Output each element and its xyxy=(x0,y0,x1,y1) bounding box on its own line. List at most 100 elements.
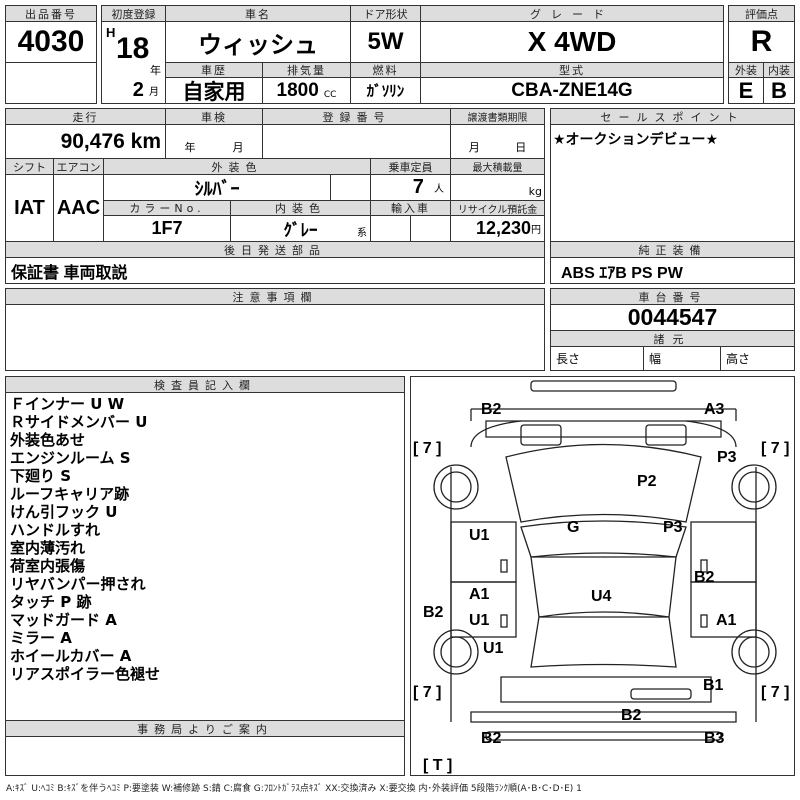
mileage: 90,476 km xyxy=(5,124,166,159)
first-reg-label: 初度登録 xyxy=(101,5,166,22)
damage-mark: B3 xyxy=(704,730,725,747)
shift: IAT xyxy=(5,174,54,242)
displacement-unit: CC xyxy=(323,89,337,100)
chassis-number: 0044547 xyxy=(550,304,795,331)
color-no-label: カラーNo. xyxy=(103,200,231,216)
damage-mark: B1 xyxy=(703,677,724,694)
month: 2 xyxy=(132,78,144,101)
equipment: ABS ｴｱB PS PW xyxy=(550,257,795,284)
damage-mark: U1 xyxy=(469,527,490,544)
inspection-label: 車検 xyxy=(165,108,263,125)
mileage-label: 走行 xyxy=(5,108,166,125)
damage-mark: U1 xyxy=(469,612,490,629)
fuel: ｶﾞｿﾘﾝ xyxy=(350,77,421,104)
damage-mark: B2 xyxy=(423,604,444,621)
displacement-cell: 1800 CC xyxy=(262,77,351,104)
interior-color-cell: ｸﾞﾚｰ 系 xyxy=(230,215,371,242)
car-name-label: 車名 xyxy=(165,5,351,22)
reg-no xyxy=(262,124,451,159)
shift-label: シフト xyxy=(5,158,54,175)
model: CBA-ZNE14G xyxy=(420,77,724,104)
month-unit: 月 xyxy=(149,86,159,98)
reg-no-label: 登録番号 xyxy=(262,108,451,125)
import-b xyxy=(410,215,451,242)
damage-mark: U4 xyxy=(591,588,612,605)
transfer: 月日 xyxy=(450,124,545,159)
score-label: 評価点 xyxy=(728,5,795,22)
interior-color: ｸﾞﾚｰ xyxy=(283,221,318,240)
year-unit: 年 xyxy=(150,64,161,77)
transfer-month-unit: 月 xyxy=(468,141,480,154)
lot-no: 4030 xyxy=(5,21,97,63)
sales-point: ★オークションデビュー★ xyxy=(550,124,795,242)
capacity-unit: 人 xyxy=(434,184,444,195)
legend: A:ｷｽﾞ U:ﾍｺﾐ B:ｷｽﾞを伴うﾍｺﾐ P:要塗装 W:補修跡 S:錆 … xyxy=(6,784,582,794)
era: H xyxy=(106,25,116,40)
damage-mark: B2 xyxy=(621,707,642,724)
displacement-label: 排気量 xyxy=(262,62,351,78)
grade: X 4WD xyxy=(420,21,724,63)
door: 5W xyxy=(350,21,421,63)
note: ホイールカバー A xyxy=(10,647,132,665)
color-label: 外装色 xyxy=(103,158,371,175)
length-label: 長さ xyxy=(550,346,644,371)
later-parts-label: 後日発送部品 xyxy=(5,241,545,258)
note: ルーフキャリア跡 xyxy=(10,485,130,503)
inspection: 年月 xyxy=(165,124,263,159)
grade-label: グレード xyxy=(420,5,724,22)
capacity-label: 乗車定員 xyxy=(370,158,451,175)
ext-grade: E xyxy=(728,77,764,104)
note: ハンドルすれ xyxy=(10,521,101,539)
year: 18 xyxy=(116,32,150,65)
insp-year-unit: 年 xyxy=(184,141,196,154)
chassis-label: 車台番号 xyxy=(550,288,795,305)
interior-color-suffix: 系 xyxy=(357,228,367,239)
note: リヤバンパー押され xyxy=(10,575,146,593)
damage-mark: U1 xyxy=(483,640,504,657)
int-grade: B xyxy=(763,77,795,104)
insp-month-unit: 月 xyxy=(232,141,244,154)
note: リアスポイラー色褪せ xyxy=(10,665,161,683)
note: けん引フック U xyxy=(10,503,118,521)
later-parts: 保証書 車両取説 xyxy=(5,257,545,284)
capacity-cell: 7 人 xyxy=(370,174,451,201)
damage-mark: [ 7 ] xyxy=(413,440,442,457)
note: マッドガード A xyxy=(10,611,117,629)
first-reg-month: 2 月 xyxy=(101,77,166,104)
car-name: ウィッシュ xyxy=(165,21,351,63)
damage-mark: B2 xyxy=(481,401,502,418)
recycle-label: リサイクル預託金 xyxy=(450,200,545,216)
color-no: 1F7 xyxy=(103,215,231,242)
damage-mark: A3 xyxy=(704,401,725,418)
note: Ｆインナー U W xyxy=(10,395,125,413)
interior-color-label: 内装色 xyxy=(230,200,371,216)
inspector-notes: Ｆインナー U W Ｒサイドメンバー U 外装色あせ エンジンルーム S 下廻り… xyxy=(5,392,405,721)
caution-area xyxy=(5,304,545,371)
first-reg-year: H 18 年 xyxy=(101,21,166,78)
ac-label: エアコン xyxy=(53,158,104,175)
damage-mark: P3 xyxy=(717,449,737,466)
damage-mark: P2 xyxy=(637,473,657,490)
load-label: 最大積載量 xyxy=(450,158,545,175)
note: エンジンルーム S xyxy=(10,449,131,467)
damage-mark: B2 xyxy=(694,569,715,586)
transfer-label: 譲渡書類期限 xyxy=(450,108,545,125)
note: 外装色あせ xyxy=(10,431,86,449)
load-unit: kg xyxy=(450,174,545,201)
ext-label: 外装 xyxy=(728,62,764,78)
height-label: 高さ xyxy=(720,346,795,371)
damage-mark: [ 7 ] xyxy=(413,684,442,701)
damage-mark: B2 xyxy=(481,730,502,747)
damage-mark: G xyxy=(567,519,580,536)
office-label: 事務局よりご案内 xyxy=(5,720,405,737)
spec-label: 諸元 xyxy=(550,330,795,347)
model-label: 型式 xyxy=(420,62,724,78)
history-label: 車歴 xyxy=(165,62,263,78)
office-area xyxy=(5,736,405,776)
sales-label: セールスポイント xyxy=(550,108,795,125)
note: ミラー A xyxy=(10,629,72,647)
door-label: ドア形状 xyxy=(350,5,421,22)
color: ｼﾙﾊﾞｰ xyxy=(103,174,331,201)
note: 荷室内張傷 xyxy=(10,557,86,575)
